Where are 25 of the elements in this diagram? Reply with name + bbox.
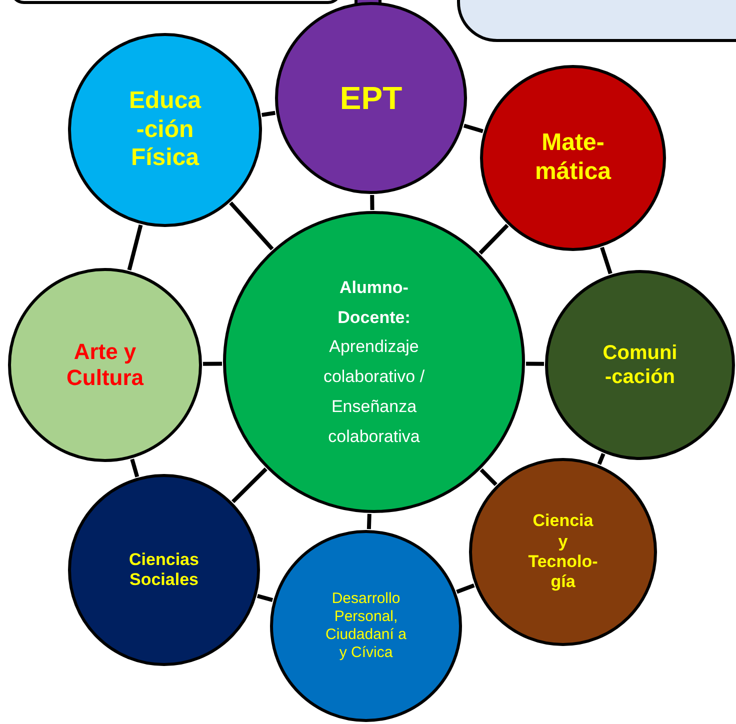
node-label: Desarrollo Personal, Ciudadaní a y Cívica [324,590,408,662]
connector-line [229,201,274,250]
connector-line [478,224,509,255]
connector-line [463,124,484,134]
node-label: Educa -ción Física [128,86,202,174]
connector-line [127,224,143,271]
node-label: Ciencia y Tecnolo- gía [527,511,599,593]
connector-line [232,468,268,504]
connector-line [370,194,374,210]
node-label: Alumno-Docente: Aprendizaje colaborativo / Enseñanza colaborativa [322,276,426,448]
node-label: EPT [338,78,404,118]
connector-line [256,594,274,602]
node-label: Comuni -cación [602,341,678,389]
connector-line [456,584,475,594]
node-label: Ciencias Sociales [128,550,200,590]
connector-line [526,362,544,366]
connector-line [130,458,140,478]
connector-line [597,453,606,465]
connector-line [202,362,222,366]
connector-line [262,110,276,117]
node-label: Mate- mática [534,129,612,187]
connector-line [480,468,498,486]
connector-line [600,246,612,274]
connector-line [366,514,372,530]
node-label: Arte y Cultura [66,338,145,392]
